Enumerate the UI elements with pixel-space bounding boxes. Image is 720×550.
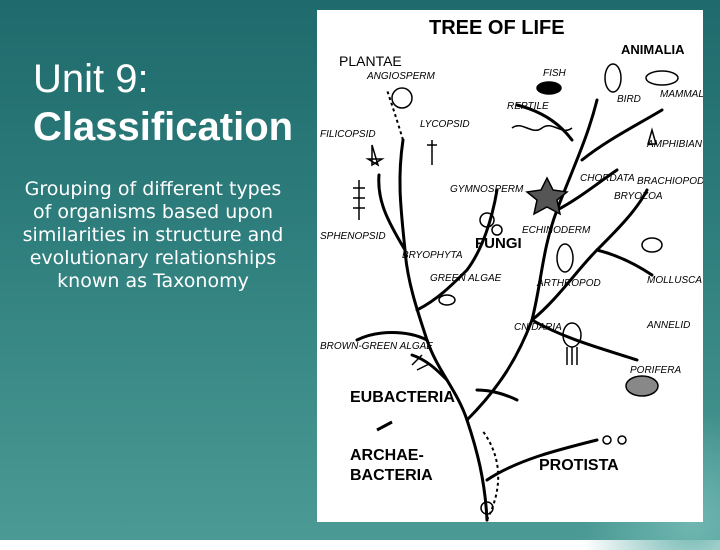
label-brown-green-algae: BROWN-GREEN ALGAE (320, 341, 433, 352)
label-fungi: FUNGI (475, 235, 522, 252)
fern-icon (365, 144, 385, 167)
label-bryozoa: BRYOZOA (614, 191, 663, 202)
label-reptile: REPTILE (507, 101, 549, 112)
slide-description: Grouping of different types of organisms… (22, 178, 284, 292)
label-archaebacteria-line-1: ARCHAE- (350, 447, 424, 464)
organism-illustrations (353, 63, 679, 515)
tree-of-life-diagram: TREE OF LIFE PLANTAE ANIMALIA ANGIOSPERM… (320, 17, 704, 522)
tree-title: TREE OF LIFE (429, 17, 565, 39)
label-archaebacteria-line-2: BACTERIA (350, 467, 433, 484)
root-cell-icon (480, 501, 494, 515)
protist-icon (602, 435, 612, 445)
label-protista: PROTISTA (539, 457, 619, 474)
whale-icon (645, 70, 679, 86)
bacteria-icon (376, 420, 393, 432)
label-gymnosperm: GYMNOSPERM (450, 184, 524, 195)
label-echinoderm: ECHINODERM (522, 225, 591, 236)
label-bird: BIRD (617, 94, 641, 105)
horsetail-icon (353, 180, 365, 220)
slide-title: Unit 9: Classification (33, 55, 293, 151)
label-annelid: ANNELID (646, 320, 690, 331)
kelp-icon (411, 354, 430, 371)
tree-of-life-image: TREE OF LIFE PLANTAE ANIMALIA ANGIOSPERM… (317, 10, 704, 522)
label-sphenopsid: SPHENOPSID (320, 231, 386, 242)
label-mollusca: MOLLUSCA (647, 275, 702, 286)
label-arthropod: ARTHROPOD (536, 278, 601, 289)
label-filicopsid: FILICOPSID (320, 129, 376, 140)
snail-icon (641, 237, 663, 253)
flower-icon (391, 87, 413, 109)
label-mammal: MAMMAL (660, 89, 703, 100)
algae-cell-icon (438, 294, 456, 306)
label-cnidaria: CNIDARIA (514, 322, 562, 333)
label-chordata: CHORDATA (580, 173, 635, 184)
title-line-1: Unit 9: (33, 57, 149, 101)
label-angiosperm: ANGIOSPERM (366, 71, 435, 82)
frog-icon (647, 127, 657, 145)
tree-branches (355, 98, 664, 522)
label-fish: FISH (543, 68, 567, 79)
label-animalia: ANIMALIA (621, 42, 685, 57)
penguin-icon (604, 63, 622, 93)
lobster-icon (556, 243, 574, 273)
label-plantae: PLANTAE (339, 53, 402, 69)
lycopsid-icon (427, 140, 437, 165)
sponge-icon (625, 375, 659, 397)
starfish-icon (525, 176, 569, 216)
label-brachiopod: BRACHIOPOD (637, 176, 703, 187)
label-lycopsid: LYCOPSID (420, 119, 470, 130)
label-porifera: PORIFERA (630, 365, 681, 376)
label-green-algae: GREEN ALGAE (430, 273, 502, 284)
snake-icon (511, 125, 573, 131)
fish-icon (536, 81, 562, 95)
label-eubacteria: EUBACTERIA (350, 389, 455, 406)
label-bryophyta: BRYOPHYTA (402, 250, 463, 261)
mushroom-icon (479, 212, 495, 228)
title-line-2: Classification (33, 105, 294, 149)
label-amphibian: AMPHIBIAN (646, 139, 703, 150)
